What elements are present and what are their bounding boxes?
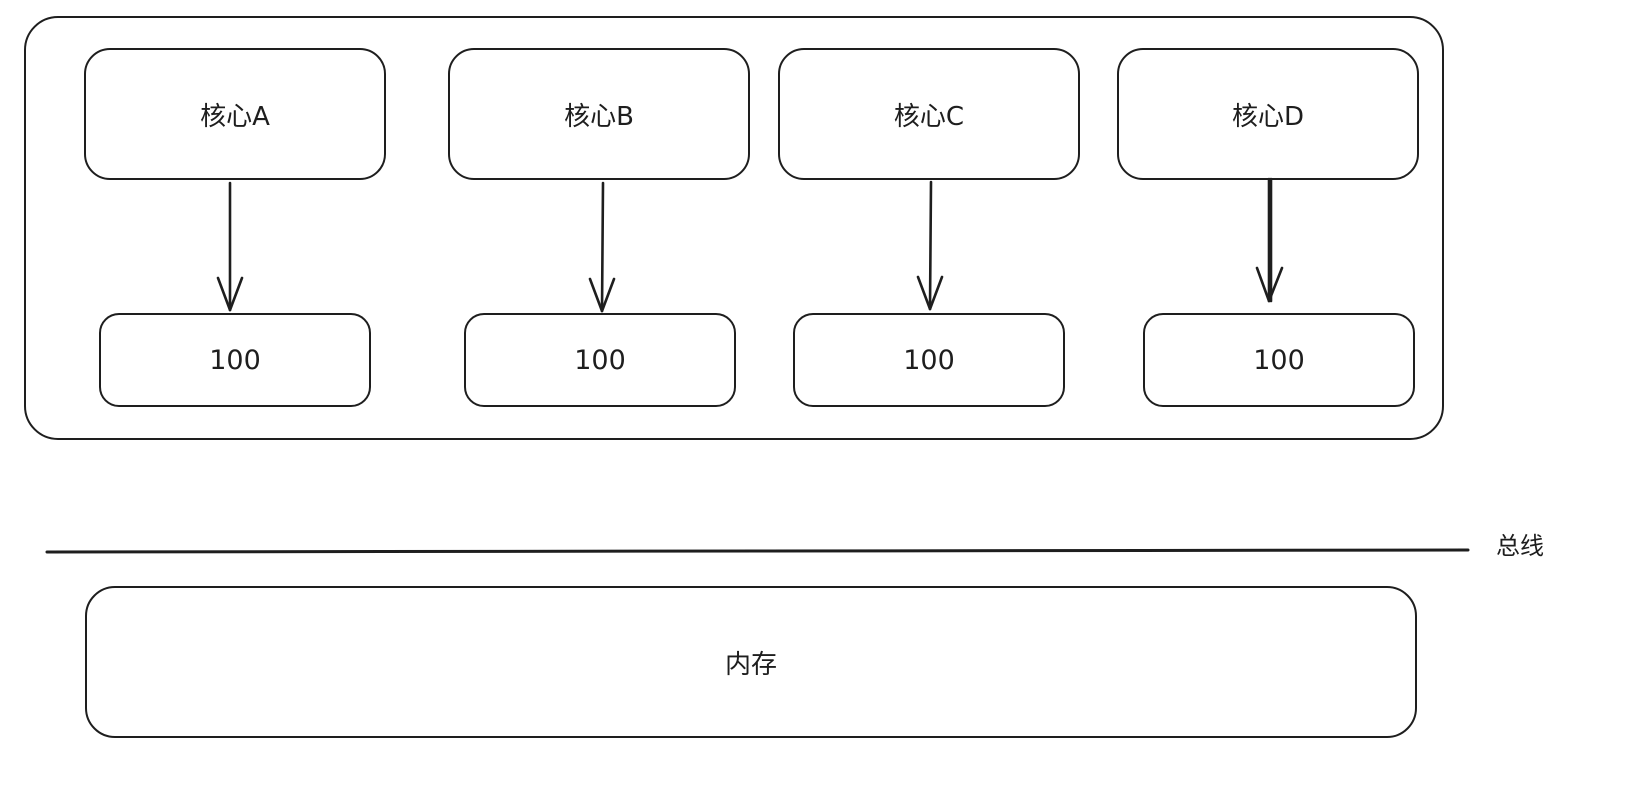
core-a-label: 核心A xyxy=(200,101,270,132)
memory-box[interactable]: 内存 xyxy=(85,586,1417,738)
memory-label: 内存 xyxy=(724,649,777,680)
cache-a-value: 100 xyxy=(209,344,261,376)
cache-b-box[interactable]: 100 xyxy=(464,313,736,407)
cache-c-box[interactable]: 100 xyxy=(793,313,1065,407)
cache-d-value: 100 xyxy=(1253,344,1305,376)
arrow-core-d-to-cache-d xyxy=(1255,177,1284,303)
core-b-box[interactable]: 核心B xyxy=(448,48,750,180)
bus-label: 总线 xyxy=(1496,532,1544,560)
arrow-core-a-to-cache-a xyxy=(216,181,244,312)
bus-line xyxy=(45,548,1470,554)
cache-a-box[interactable]: 100 xyxy=(99,313,371,407)
arrow-core-c-to-cache-c xyxy=(916,180,944,311)
core-b-label: 核心B xyxy=(564,101,634,132)
core-d-label: 核心D xyxy=(1231,101,1305,132)
core-c-label: 核心C xyxy=(893,101,965,132)
core-a-box[interactable]: 核心A xyxy=(84,48,386,180)
core-c-box[interactable]: 核心C xyxy=(778,48,1080,180)
cache-d-box[interactable]: 100 xyxy=(1143,313,1415,407)
cache-b-value: 100 xyxy=(574,344,626,376)
arrow-core-b-to-cache-b xyxy=(588,181,616,313)
cache-c-value: 100 xyxy=(903,344,955,376)
